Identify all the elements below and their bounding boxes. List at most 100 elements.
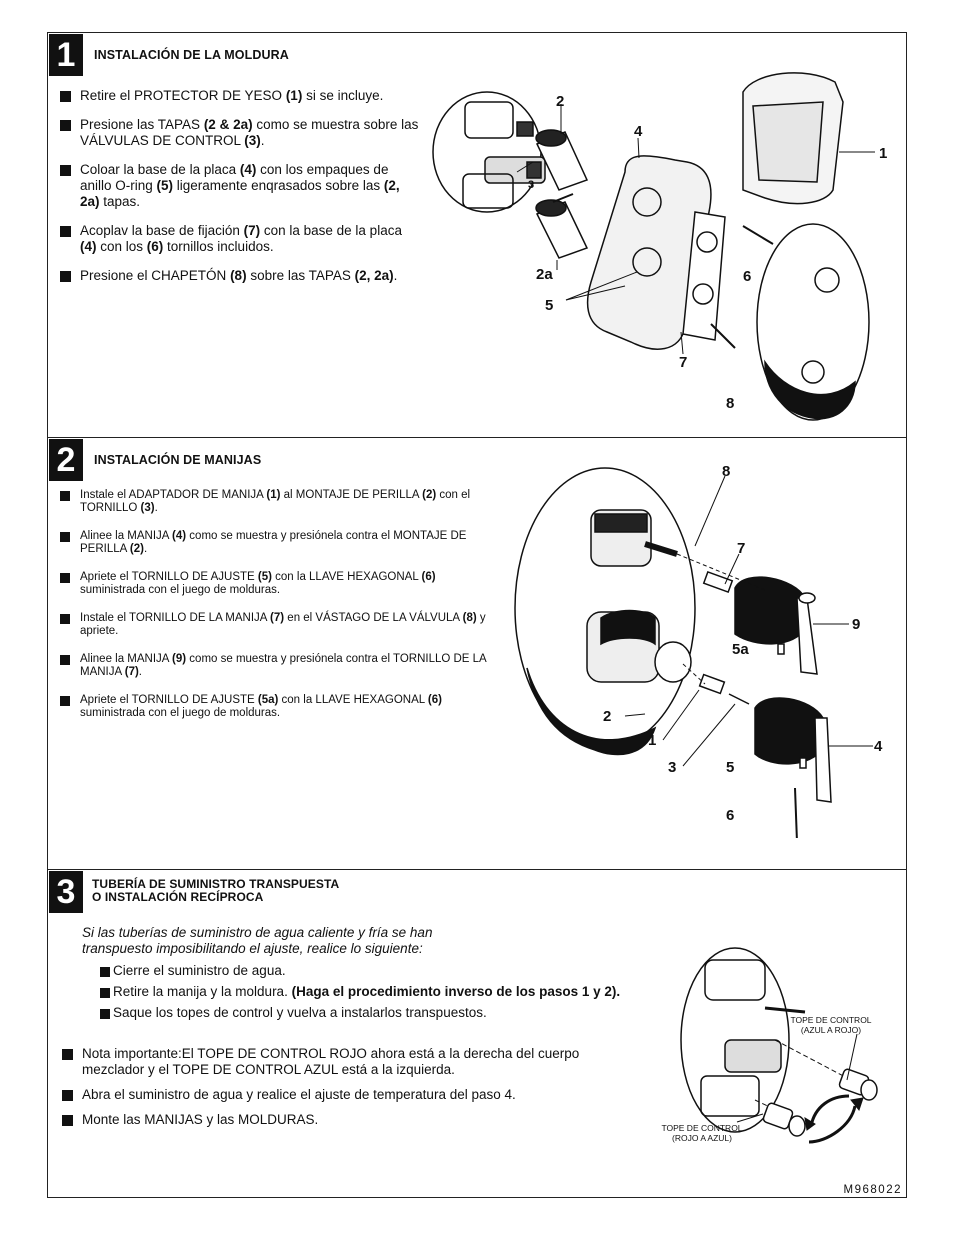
item-text: .	[138, 666, 142, 678]
item-reference: (5)	[257, 571, 272, 583]
assembly-guides	[676, 553, 766, 685]
instruction-item: Instale el ADAPTADOR DE MANIJA (1) al MO…	[60, 489, 500, 515]
label-6: 6	[726, 807, 734, 824]
item-reference: (6)	[146, 239, 164, 254]
arrow-drawing	[552, 193, 574, 203]
item-text: Cierre el suministro de agua.	[113, 963, 286, 978]
label-stop-red-blue-line-2: (ROJO A AZUL)	[672, 1133, 732, 1143]
leader-blue-red	[846, 1033, 858, 1081]
label-5: 5	[726, 759, 734, 776]
handle-installation-figure: 8 7 9 5a 2 1 4 3 5 6	[514, 463, 883, 838]
item-text: Instale el ADAPTADOR DE MANIJA	[80, 489, 267, 501]
bullet-square-icon	[60, 532, 70, 542]
item-reference: (4)	[239, 162, 257, 177]
swap-arrows-drawing	[804, 1094, 864, 1144]
instruction-item: Nota importante:El TOPE DE CONTROL ROJO …	[62, 1046, 602, 1078]
valve-body-drawing	[432, 91, 546, 213]
handle-4-drawing	[754, 697, 832, 803]
instruction-item: Alinee la MANIJA (9) como se muestra y p…	[60, 653, 500, 679]
label-stop-red-blue-line-1: TOPE DE CONTROL	[661, 1123, 742, 1133]
item-text: Instale el TORNILLO DE LA MANIJA	[80, 612, 271, 624]
screw-6-drawing	[742, 225, 774, 245]
label-8: 8	[722, 463, 730, 480]
item-text: y apriete.	[80, 612, 486, 637]
bullet-square-icon	[60, 573, 70, 583]
section-3-sub-steps: Cierre el suministro de agua. Retire la m…	[100, 963, 680, 1026]
plaster-guard-drawing	[742, 72, 844, 205]
instruction-item: Monte las MANIJAS y las MOLDURAS.	[62, 1112, 602, 1128]
item-text: con el TORNILLO	[80, 489, 471, 514]
bullet-square-icon	[60, 120, 71, 131]
bullet-square-icon	[60, 165, 71, 176]
bullet-square-icon	[60, 271, 71, 282]
instruction-item: Apriete el TORNILLO DE AJUSTE (5) con la…	[60, 571, 500, 597]
instruction-item: Retire la manija y la moldura. (Haga el …	[100, 984, 680, 1000]
instruction-item: Abra el suministro de agua y realice el …	[62, 1087, 602, 1103]
item-text: sobre las TAPAS	[246, 268, 355, 283]
item-text: como se muestra sobre las VÁLVULAS DE CO…	[80, 117, 419, 148]
label-3: 3	[668, 759, 676, 776]
item-text: Saque los topes de control y vuelva a in…	[113, 1005, 487, 1020]
section-divider-2	[47, 869, 907, 870]
screw-7-drawing	[710, 323, 736, 349]
handle-screw-7-drawing	[702, 570, 734, 594]
section-3-title: TUBERÍA DE SUMINISTRO TRANSPUESTA O INST…	[92, 878, 339, 904]
label-5: 5	[545, 297, 553, 314]
instruction-item: Alinee la MANIJA (4) como se muestra y p…	[60, 530, 500, 556]
knob-mount-2-drawing	[586, 609, 692, 683]
item-text: tapas.	[99, 194, 141, 209]
item-text: Monte las MANIJAS y las MOLDURAS.	[82, 1112, 319, 1127]
bullet-square-icon	[100, 1009, 110, 1019]
bullet-square-icon	[100, 988, 110, 998]
item-reference: (2)	[422, 489, 437, 501]
instruction-item: Acoplav la base de fijación (7) con la b…	[60, 223, 420, 255]
cap-2a-drawing	[535, 199, 589, 259]
item-text: como se muestra y presiónela contra el M…	[80, 530, 467, 555]
bullet-square-icon	[60, 614, 70, 624]
item-text: suministrada con el juego de molduras.	[80, 707, 281, 719]
item-text: en el VÁSTAGO DE LA VÁLVULA	[284, 612, 463, 624]
item-text: Retire el PROTECTOR DE YESO	[80, 88, 286, 103]
label-stop-blue-red-line-2: (AZUL A ROJO)	[801, 1025, 861, 1035]
bullet-square-icon	[100, 967, 110, 977]
item-reference: (2, 2a)	[354, 268, 394, 283]
section-3-instructions: Nota importante:El TOPE DE CONTROL ROJO …	[62, 1046, 602, 1137]
label-1: 1	[879, 145, 887, 162]
item-text: con los	[96, 239, 147, 254]
leader-lines-2	[624, 475, 873, 767]
item-text: Presione las TAPAS	[80, 117, 204, 132]
item-text: Alinee la MANIJA	[80, 653, 173, 665]
item-text: Coloar la base de la placa	[80, 162, 240, 177]
item-reference: (2)	[129, 543, 144, 555]
leader-red-blue	[736, 1113, 764, 1123]
label-4: 4	[874, 738, 883, 755]
label-5a: 5a	[732, 641, 749, 658]
section-2-title: INSTALACIÓN DE MANIJAS	[94, 453, 262, 467]
label-9: 9	[852, 616, 860, 633]
label-2a: 2a	[536, 266, 553, 283]
cap-2-drawing	[535, 129, 589, 191]
control-stop-red-blue-drawing	[762, 1102, 806, 1137]
item-reference: (8)	[230, 268, 247, 283]
control-stop-blue-red-drawing	[838, 1068, 878, 1101]
item-text: Alinee la MANIJA	[80, 530, 173, 542]
item-reference: (9)	[172, 653, 187, 665]
item-text: con la LLAVE HEXAGONAL	[271, 571, 422, 583]
mixing-valve-body-drawing	[680, 947, 806, 1133]
leader-lines	[516, 104, 875, 355]
document-code: M968022	[843, 1184, 902, 1196]
label-4: 4	[634, 123, 643, 140]
item-reference: (3)	[140, 502, 155, 514]
escutcheon-drawing	[756, 223, 870, 421]
item-reference: (7)	[270, 612, 285, 624]
item-text: con los empaques de anillo O-ring	[80, 162, 389, 193]
step-number-2: 2	[49, 439, 83, 481]
item-reference: (7)	[243, 223, 261, 238]
section-divider-1	[47, 437, 907, 438]
item-reference: (Haga el procedimiento inverso de los pa…	[291, 984, 621, 999]
item-text: Retire la manija y la moldura.	[113, 984, 292, 999]
item-text: Presione el CHAPETÓN	[80, 268, 231, 283]
label-7: 7	[679, 354, 687, 371]
label-1: 1	[648, 732, 656, 749]
step-number-3: 3	[49, 871, 83, 913]
